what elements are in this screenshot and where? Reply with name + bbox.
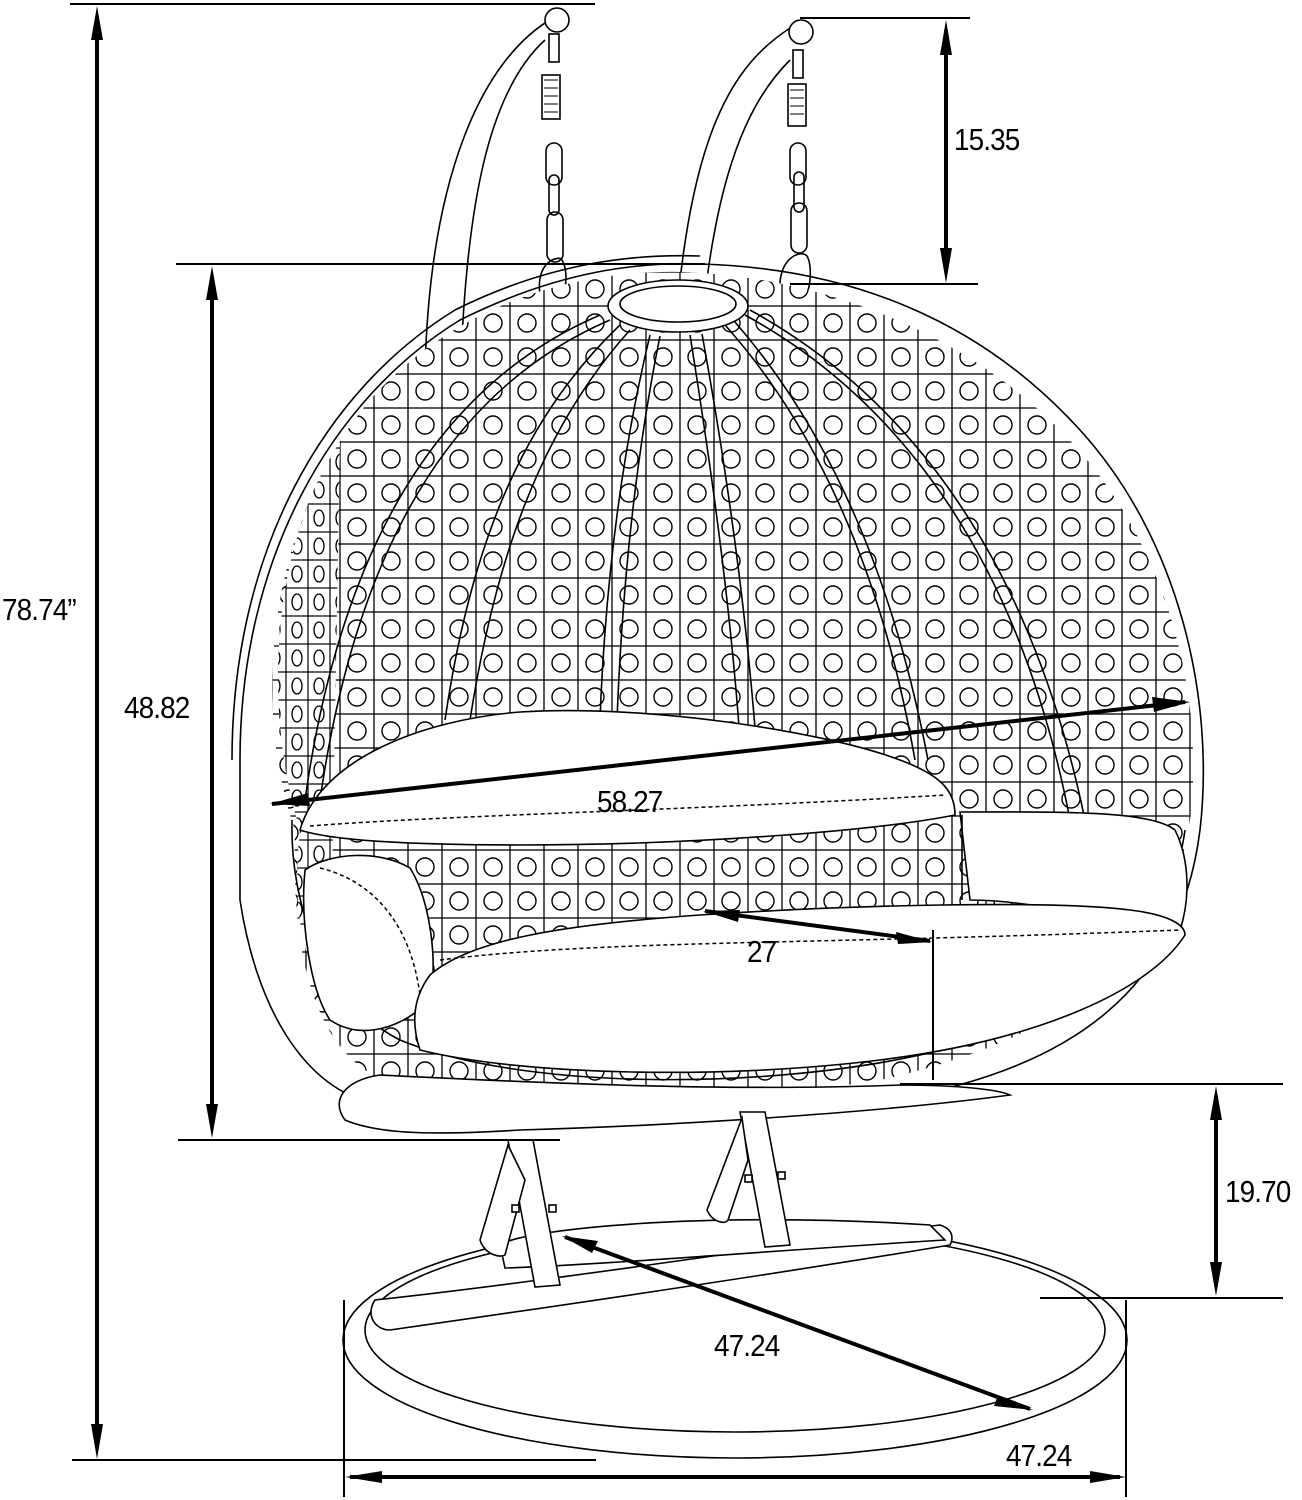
dimension-base-diagonal	[562, 1235, 1033, 1411]
seat-cushion	[414, 903, 1186, 1074]
dimension-overall-height	[91, 6, 103, 1459]
hanging-chain-left	[538, 33, 567, 296]
extension-lines	[70, 3, 1283, 1497]
hanging-chain-right	[779, 49, 812, 291]
dimension-basket-height	[206, 266, 218, 1138]
side-pillow	[302, 854, 434, 1032]
dimension-base-width	[345, 1471, 1126, 1483]
label-seat-depth: 27	[747, 934, 777, 969]
dimension-basket-width	[270, 697, 1190, 806]
basket-bottom-band	[338, 1074, 1013, 1134]
dimension-seat-depth	[703, 909, 933, 944]
label-overall-height: 78.74”	[2, 592, 77, 627]
dimension-chain-length	[940, 20, 952, 283]
label-basket-width: 58.27	[597, 784, 663, 819]
label-seat-height: 19.70	[1225, 1174, 1291, 1209]
dimension-seat-height	[1210, 1086, 1222, 1296]
label-base-diagonal: 47.24	[714, 1328, 780, 1363]
label-chain-length: 15.35	[954, 122, 1020, 157]
label-base-width: 47.24	[1006, 1438, 1072, 1473]
label-basket-height: 48.82	[124, 690, 190, 725]
